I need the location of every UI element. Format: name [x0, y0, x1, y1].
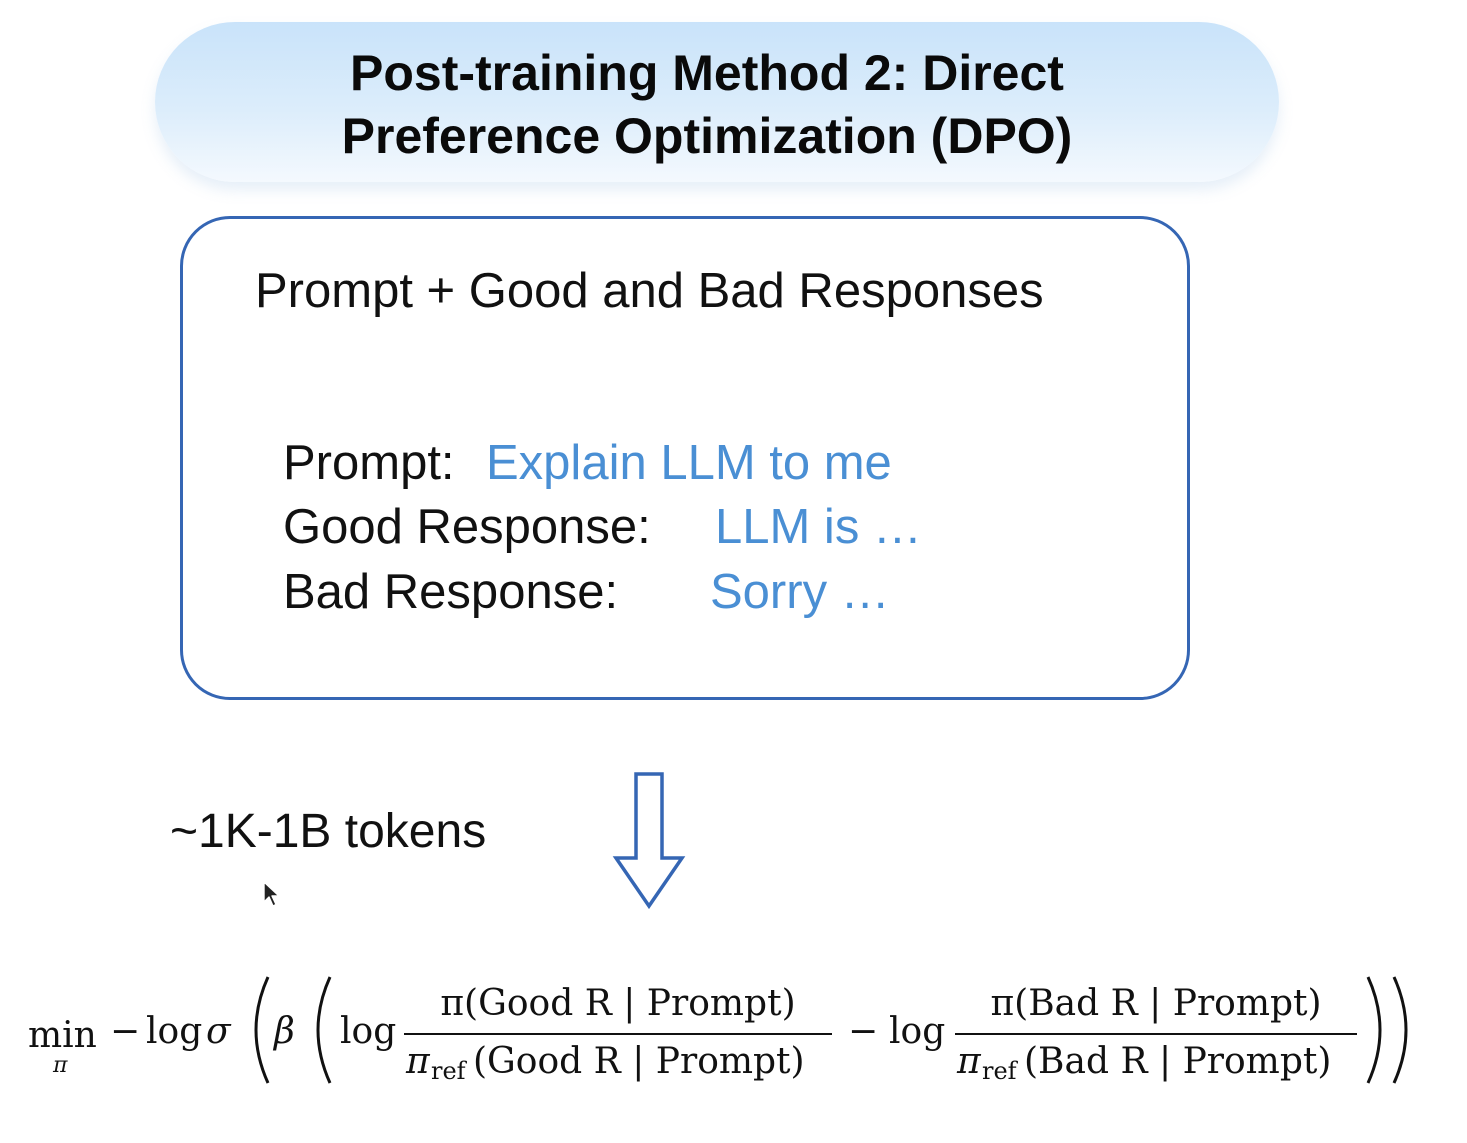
- formula-beta: β: [272, 1011, 295, 1052]
- slide-title: Post-training Method 2: Direct Preferenc…: [155, 42, 1259, 168]
- formula-good-denominator-ref: ref: [431, 1057, 468, 1085]
- box-heading: Prompt + Good and Bad Responses: [255, 264, 1044, 318]
- formula-paren-left-outer: [254, 976, 270, 1084]
- mouse-cursor-icon: [263, 881, 280, 907]
- formula-good-denominator-pi: π: [405, 1041, 431, 1082]
- data-format-box: [180, 216, 1190, 700]
- example-label: Prompt:: [283, 436, 455, 490]
- formula-min-subscript: π: [52, 1053, 68, 1078]
- example-value: LLM is …: [715, 500, 922, 554]
- formula-minus-sign: −: [848, 1011, 878, 1052]
- down-arrow-icon: [612, 772, 686, 910]
- formula-minus-sign: −: [110, 1011, 140, 1052]
- slide-title-line-2: Preference Optimization (DPO): [341, 108, 1073, 164]
- formula-log: log: [340, 1011, 396, 1052]
- example-row-bad-response: Bad Response: Sorry …: [283, 563, 890, 621]
- formula-good-denominator-rest: (Good R | Prompt): [473, 1041, 805, 1082]
- example-value: Sorry …: [710, 565, 890, 619]
- example-label: Bad Response:: [283, 565, 619, 619]
- formula-paren-right-outer: [1392, 976, 1408, 1084]
- formula-min: min: [28, 1015, 97, 1056]
- formula-bad-denominator-rest: (Bad R | Prompt): [1024, 1041, 1331, 1082]
- example-row-prompt: Prompt: Explain LLM to me: [283, 434, 892, 492]
- formula-bad-denominator-ref: ref: [982, 1057, 1019, 1085]
- formula-log: log: [889, 1011, 945, 1052]
- formula-sigma: σ: [206, 1011, 232, 1052]
- example-label: Good Response:: [283, 500, 651, 554]
- token-count-note: ~1K-1B tokens: [170, 805, 487, 858]
- title-banner: [155, 22, 1279, 182]
- dpo-loss-formula: min π − log σ β log π(Good R | Prompt) π…: [28, 976, 1408, 1085]
- formula-paren-right-inner: [1366, 976, 1382, 1084]
- slide-title-line-1: Post-training Method 2: Direct: [350, 45, 1064, 101]
- example-value: Explain LLM to me: [486, 436, 892, 490]
- formula-good-numerator: π(Good R | Prompt): [440, 983, 795, 1024]
- formula-bad-numerator: π(Bad R | Prompt): [990, 983, 1321, 1024]
- example-row-good-response: Good Response: LLM is …: [283, 498, 922, 556]
- formula-paren-left-inner: [316, 976, 332, 1084]
- formula-log: log: [146, 1011, 202, 1052]
- formula-bad-denominator-pi: π: [956, 1041, 982, 1082]
